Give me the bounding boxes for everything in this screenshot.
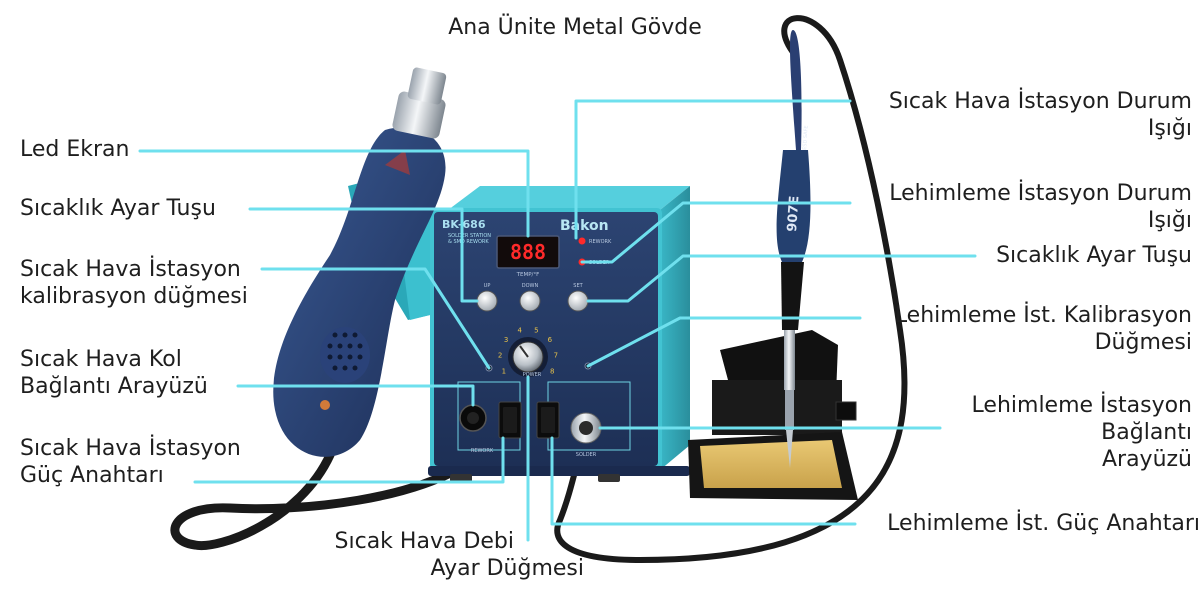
down-text: DOWN	[522, 283, 539, 289]
label-temp-key-left: Sıcaklık Ayar Tuşu	[20, 195, 216, 222]
solder-switch-rocker	[541, 407, 555, 433]
label-solder-calibration: Lehimleme İst. Kalibrasyon Düğmesi	[836, 302, 1192, 356]
front-panel	[434, 212, 658, 466]
label-hot-air-calibration-line1: Sıcak Hava İstasyon	[20, 257, 241, 282]
dial-mark: 7	[554, 351, 558, 359]
dial-mark: 4	[517, 327, 522, 335]
set-button[interactable]	[567, 290, 589, 312]
label-led-screen-text: Led Ekran	[20, 137, 130, 162]
unit-foot-left	[450, 474, 472, 482]
iron-model-text: 907E	[785, 195, 802, 232]
label-solder-calibration-line2: Düğmesi	[1094, 330, 1192, 355]
label-solder-status-line1: Lehimleme İstasyon Durum	[889, 181, 1192, 206]
label-hot-air-calibration-line2: kalibrasyon düğmesi	[20, 284, 248, 309]
led-digits: 888	[510, 240, 546, 264]
leader-solder-power	[550, 436, 857, 526]
label-temp-key-left-text: Sıcaklık Ayar Tuşu	[20, 196, 216, 221]
temp-unit-text: TEMP/°F	[516, 272, 540, 278]
label-solder-calibration-line1: Lehimleme İst. Kalibrasyon	[894, 303, 1192, 328]
iron-brand-text: ESD SAFE	[802, 125, 810, 150]
label-led-screen: Led Ekran	[20, 136, 129, 163]
set-text: SET	[573, 283, 583, 289]
label-airflow-knob: Sıcak Hava Debi Ayar Düğmesi	[300, 528, 584, 582]
soldering-iron: 907E ESD SAFE	[776, 30, 811, 468]
label-solder-port-line2: Bağlantı	[1101, 420, 1192, 445]
up-button[interactable]	[476, 290, 498, 312]
label-hot-air-status-line1: Sıcak Hava İstasyon Durum	[888, 89, 1192, 114]
label-solder-status-light: Lehimleme İstasyon Durum Işığı	[836, 180, 1192, 234]
label-airflow-line2: Ayar Düğmesi	[430, 556, 584, 581]
label-hot-air-status-line2: Işığı	[1147, 116, 1192, 141]
unit-foot-right	[598, 474, 620, 482]
unit-top	[448, 186, 690, 210]
model-text: BK-686	[442, 218, 486, 231]
label-solder-port-interface: Lehimleme İstasyon Bağlantı Arayüzü	[900, 392, 1192, 473]
unit-base	[428, 466, 690, 476]
leader-handle	[236, 384, 475, 407]
solder-port-text: SOLDER	[576, 452, 597, 458]
label-hot-air-status-light: Sıcak Hava İstasyon Durum Işığı	[836, 88, 1192, 142]
hot-air-connector-inner	[467, 412, 479, 424]
dial-mark: 6	[548, 336, 553, 344]
label-solder-port-line1: Lehimleme İstasyon	[971, 393, 1192, 418]
label-hot-air-handle-line2: Bağlantı Arayüzü	[20, 374, 208, 399]
hot-air-cable	[170, 450, 480, 551]
leader-hot-status	[574, 99, 852, 240]
label-airflow-line1: Sıcak Hava Debi	[334, 529, 514, 554]
dial-mark: 8	[550, 368, 554, 376]
rework-panel-outline	[457, 381, 521, 451]
subtitle-text-1: SOLDER STATION	[448, 233, 491, 239]
power-text: POWER	[523, 372, 542, 378]
iron-stand	[688, 330, 858, 500]
main-unit: BK-686 SOLDER STATION & SMD REWORK Bakon…	[428, 186, 690, 482]
label-temp-key-right: Sıcaklık Ayar Tuşu	[900, 242, 1192, 269]
label-hot-air-calibration: Sıcak Hava İstasyon kalibrasyon düğmesi	[20, 256, 248, 310]
dial-mark: 2	[498, 351, 502, 359]
leader-temp-key-left	[248, 207, 479, 303]
leader-led	[138, 149, 530, 238]
label-hot-air-power-line2: Güç Anahtarı	[20, 463, 164, 488]
label-hot-air-power-switch: Sıcak Hava İstasyon Güç Anahtarı	[20, 435, 241, 489]
subtitle-text-2: & SMD REWORK	[448, 239, 489, 245]
leader-solder-cal	[586, 316, 862, 368]
leader-solder-status	[580, 201, 852, 264]
up-text: UP	[484, 283, 491, 289]
leader-temp-key-right	[586, 254, 977, 303]
brand-text: Bakon	[560, 218, 609, 234]
label-solder-power-switch: Lehimleme İst. Güç Anahtarı	[836, 510, 1200, 537]
airflow-knob-pointer	[519, 345, 529, 358]
label-temp-key-right-text: Sıcaklık Ayar Tuşu	[996, 243, 1192, 268]
rework-status-led	[578, 237, 586, 245]
dial-mark: 1	[502, 368, 506, 376]
leader-hot-power	[193, 436, 505, 484]
label-hot-air-power-line1: Sıcak Hava İstasyon	[20, 436, 241, 461]
dial-mark: 3	[504, 336, 508, 344]
rework-port-text: REWORK	[471, 448, 494, 454]
down-button[interactable]	[519, 290, 541, 312]
dial-mark: 5	[534, 327, 538, 335]
diagram-title-text: Ana Ünite Metal Gövde	[448, 15, 702, 40]
label-solder-power-text: Lehimleme İst. Güç Anahtarı	[887, 511, 1200, 536]
diagram-title: Ana Ünite Metal Gövde	[420, 14, 730, 41]
leader-lines	[138, 99, 977, 542]
label-solder-port-line3: Arayüzü	[1101, 447, 1192, 472]
label-solder-status-line2: Işığı	[1147, 208, 1192, 233]
label-hot-air-handle-line1: Sıcak Hava Kol	[20, 347, 182, 372]
solder-connector-inner	[579, 421, 593, 435]
rework-indicator-text: REWORK	[589, 239, 612, 245]
leader-hot-cal	[260, 267, 491, 370]
hot-air-switch-rocker	[503, 407, 517, 433]
label-hot-air-handle-interface: Sıcak Hava Kol Bağlantı Arayüzü	[20, 346, 208, 400]
